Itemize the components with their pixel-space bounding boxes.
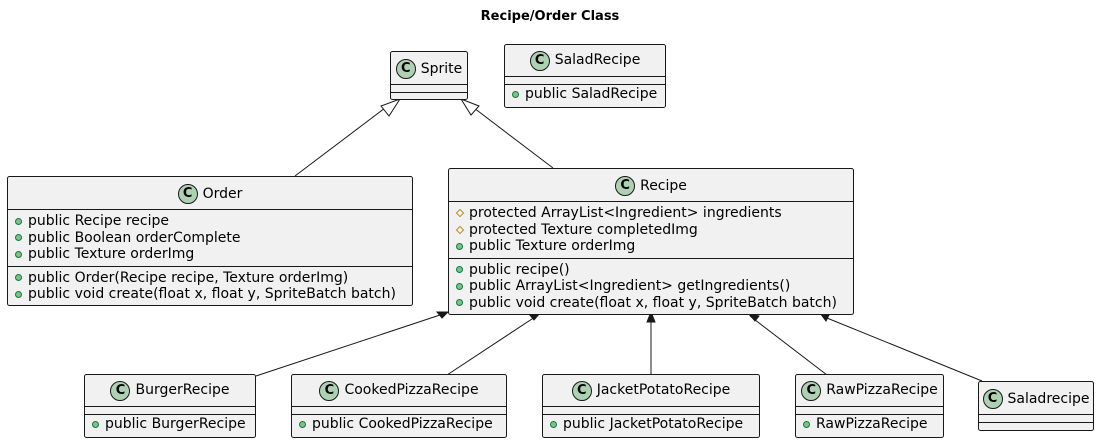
methods-section: public JacketPotatoRecipe	[543, 414, 759, 433]
class-name: CookedPizzaRecipe	[344, 382, 479, 398]
methods-section: public SaladRecipe	[505, 84, 665, 103]
edge-cooked-recipe	[446, 314, 539, 376]
fields-section	[85, 406, 255, 414]
public-marker-icon	[456, 266, 463, 274]
fields-section	[292, 406, 506, 414]
class-c-icon: C	[982, 389, 1003, 409]
class-name: Sprite	[420, 61, 463, 77]
member-row: public JacketPotatoRecipe	[543, 416, 759, 433]
public-marker-icon	[15, 250, 22, 258]
methods-section: public recipe() public ArrayList<Ingredi…	[449, 257, 853, 312]
inheritance-arrowhead	[459, 97, 480, 116]
method-row: public void create(float x, float y, Spr…	[449, 295, 853, 312]
method-row: public void create(float x, float y, Spr…	[8, 286, 412, 303]
public-marker-icon	[456, 299, 463, 307]
class-name: JacketPotatoRecipe	[596, 382, 731, 398]
class-c-icon: C	[801, 380, 822, 401]
public-marker-icon	[456, 242, 463, 250]
class-name: Recipe	[640, 178, 687, 194]
fields-section	[979, 414, 1093, 422]
method-row: public recipe()	[449, 262, 853, 279]
class-c-icon: C	[110, 380, 131, 401]
method-row: public Order(Recipe recipe, Texture orde…	[8, 270, 412, 287]
class-name: Saladrecipe	[1007, 391, 1090, 407]
class-c-icon: C	[615, 176, 636, 196]
class-c-icon: C	[177, 184, 198, 204]
public-marker-icon	[15, 217, 22, 225]
class-name: RawPizzaRecipe	[826, 382, 938, 398]
edge-order-sprite	[294, 107, 386, 177]
public-marker-icon	[15, 234, 22, 242]
member-row: RawPizzaRecipe	[796, 416, 943, 433]
protected-marker-icon	[455, 209, 465, 218]
public-marker-icon	[15, 290, 22, 298]
inheritance-arrowhead	[380, 98, 402, 117]
public-marker-icon	[512, 90, 519, 98]
edge-burger-recipe	[255, 312, 447, 377]
methods-section: public Order(Recipe recipe, Texture orde…	[8, 265, 412, 303]
class-name: SaladRecipe	[554, 52, 641, 68]
methods-section: public BurgerRecipe	[85, 414, 255, 433]
field-row: protected Texture completedImg	[449, 222, 853, 239]
public-marker-icon	[15, 274, 22, 282]
fields-section	[796, 406, 943, 414]
methods-section	[391, 92, 467, 99]
member-row: public CookedPizzaRecipe	[292, 416, 506, 433]
fields-section: protected ArrayList<Ingredient> ingredie…	[449, 201, 853, 258]
protected-marker-icon	[455, 225, 465, 234]
field-row: public Texture orderImg	[8, 246, 412, 263]
fields-section: public Recipe recipe public Boolean orde…	[8, 209, 412, 266]
member-row: public BurgerRecipe	[85, 416, 255, 433]
public-marker-icon	[550, 420, 557, 428]
method-row: public ArrayList<Ingredient> getIngredie…	[449, 278, 853, 295]
public-marker-icon	[803, 420, 810, 428]
association-arrowhead	[435, 311, 450, 319]
edge-recipe-sprite	[473, 107, 554, 169]
edge-salad-recipe	[821, 315, 983, 382]
methods-section	[979, 422, 1093, 430]
field-row: public Recipe recipe	[8, 213, 412, 230]
fields-section	[505, 76, 665, 84]
public-marker-icon	[92, 420, 99, 428]
public-marker-icon	[456, 282, 463, 290]
class-c-icon: C	[571, 380, 592, 401]
field-row: public Texture orderImg	[449, 238, 853, 255]
class-c-icon: C	[319, 380, 340, 401]
class-name: Order	[202, 186, 243, 202]
field-row: protected ArrayList<Ingredient> ingredie…	[449, 205, 853, 222]
class-name: BurgerRecipe	[135, 382, 230, 398]
methods-section: RawPizzaRecipe	[796, 414, 943, 433]
diagram-title: Recipe/Order Class	[480, 9, 620, 24]
association-arrowhead	[646, 310, 656, 323]
edge-raw-recipe	[749, 315, 828, 376]
fields-section	[391, 84, 467, 92]
public-marker-icon	[299, 420, 306, 428]
class-c-icon: C	[529, 50, 550, 71]
fields-section	[543, 406, 759, 414]
field-row: public Boolean orderComplete	[8, 230, 412, 247]
member-row: public SaladRecipe	[505, 86, 665, 103]
class-c-icon: C	[395, 59, 416, 79]
methods-section: public CookedPizzaRecipe	[292, 414, 506, 433]
